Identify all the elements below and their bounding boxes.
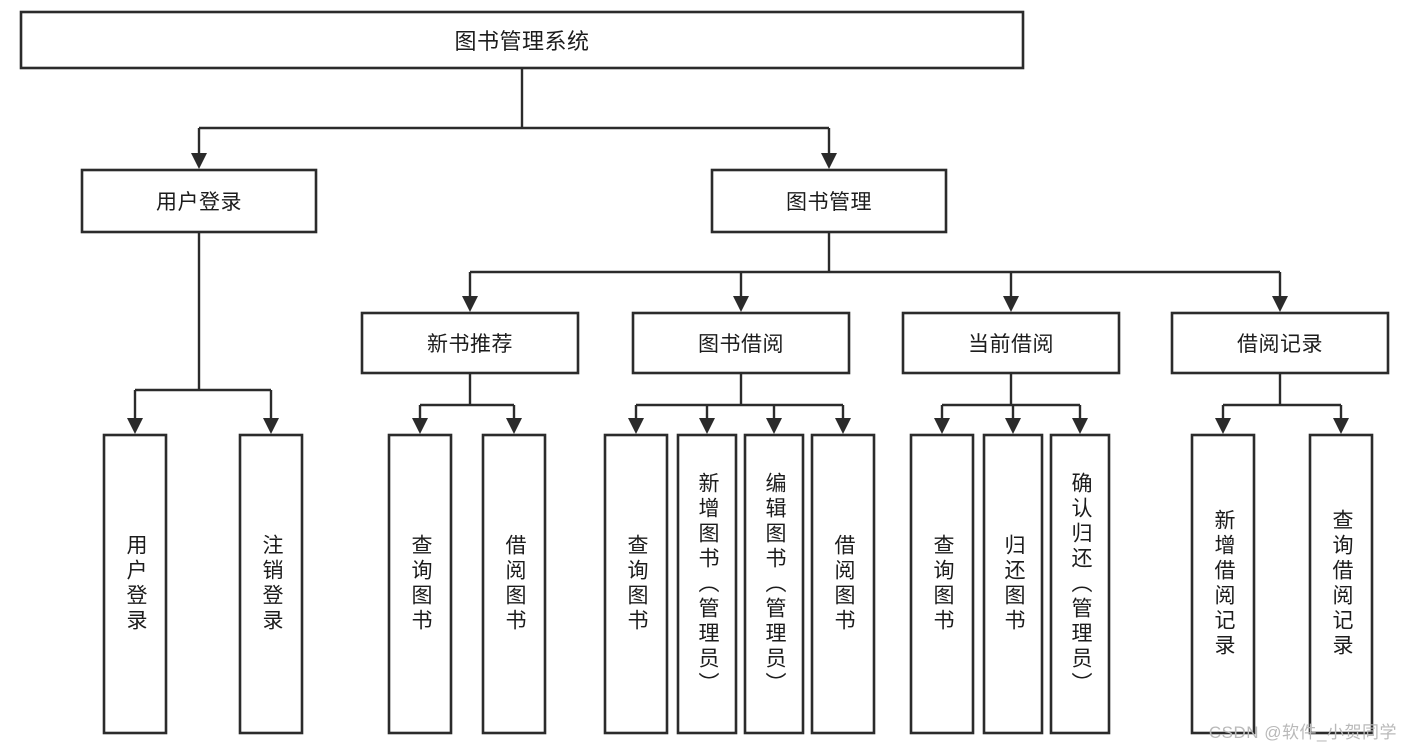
node-box-leaf-user-logout: [238, 433, 304, 735]
node-leaf-query-book-cur[interactable]: [911, 435, 973, 733]
node-box-leaf-user-login: [102, 433, 168, 735]
node-box-leaf-edit-book: [743, 433, 805, 735]
node-box-leaf-return-book: [982, 433, 1044, 735]
node-box-leaf-query-book-cur: [909, 433, 975, 735]
node-root[interactable]: [21, 12, 1023, 68]
node-leaf-user-logout[interactable]: [240, 435, 302, 733]
node-box-leaf-query-borrow-record: [1308, 433, 1374, 735]
node-box-leaf-add-borrow-record: [1190, 433, 1256, 735]
node-leaf-query-book-bor[interactable]: [605, 435, 667, 733]
node-box-book-borrow: [631, 311, 851, 375]
node-box-root: [19, 10, 1025, 70]
node-current-borrow[interactable]: [903, 313, 1119, 373]
watermark-text: CSDN @软件_小贺同学: [1208, 723, 1397, 742]
node-box-user-login: [80, 168, 318, 234]
node-box-leaf-query-book-bor: [603, 433, 669, 735]
node-box-leaf-borrow-book-bor: [810, 433, 876, 735]
node-leaf-query-borrow-record[interactable]: [1310, 435, 1372, 733]
node-box-book-manage: [710, 168, 948, 234]
node-borrow-record[interactable]: [1172, 313, 1388, 373]
node-leaf-return-book[interactable]: [984, 435, 1042, 733]
node-user-login[interactable]: [82, 170, 316, 232]
node-box-leaf-borrow-book-rec: [481, 433, 547, 735]
node-new-book-rec[interactable]: [362, 313, 578, 373]
node-box-leaf-confirm-return: [1049, 433, 1111, 735]
node-leaf-add-book[interactable]: [678, 435, 736, 733]
node-leaf-borrow-book-bor[interactable]: [812, 435, 874, 733]
node-leaf-query-book-rec[interactable]: [389, 435, 451, 733]
node-leaf-borrow-book-rec[interactable]: [483, 435, 545, 733]
node-box-leaf-add-book: [676, 433, 738, 735]
node-leaf-add-borrow-record[interactable]: [1192, 435, 1254, 733]
node-leaf-confirm-return[interactable]: [1051, 435, 1109, 733]
node-box-leaf-query-book-rec: [387, 433, 453, 735]
node-box-borrow-record: [1170, 311, 1390, 375]
node-book-borrow[interactable]: [633, 313, 849, 373]
node-leaf-edit-book[interactable]: [745, 435, 803, 733]
node-box-current-borrow: [901, 311, 1121, 375]
node-leaf-user-login[interactable]: [104, 435, 166, 733]
node-box-new-book-rec: [360, 311, 580, 375]
node-book-manage[interactable]: [712, 170, 946, 232]
